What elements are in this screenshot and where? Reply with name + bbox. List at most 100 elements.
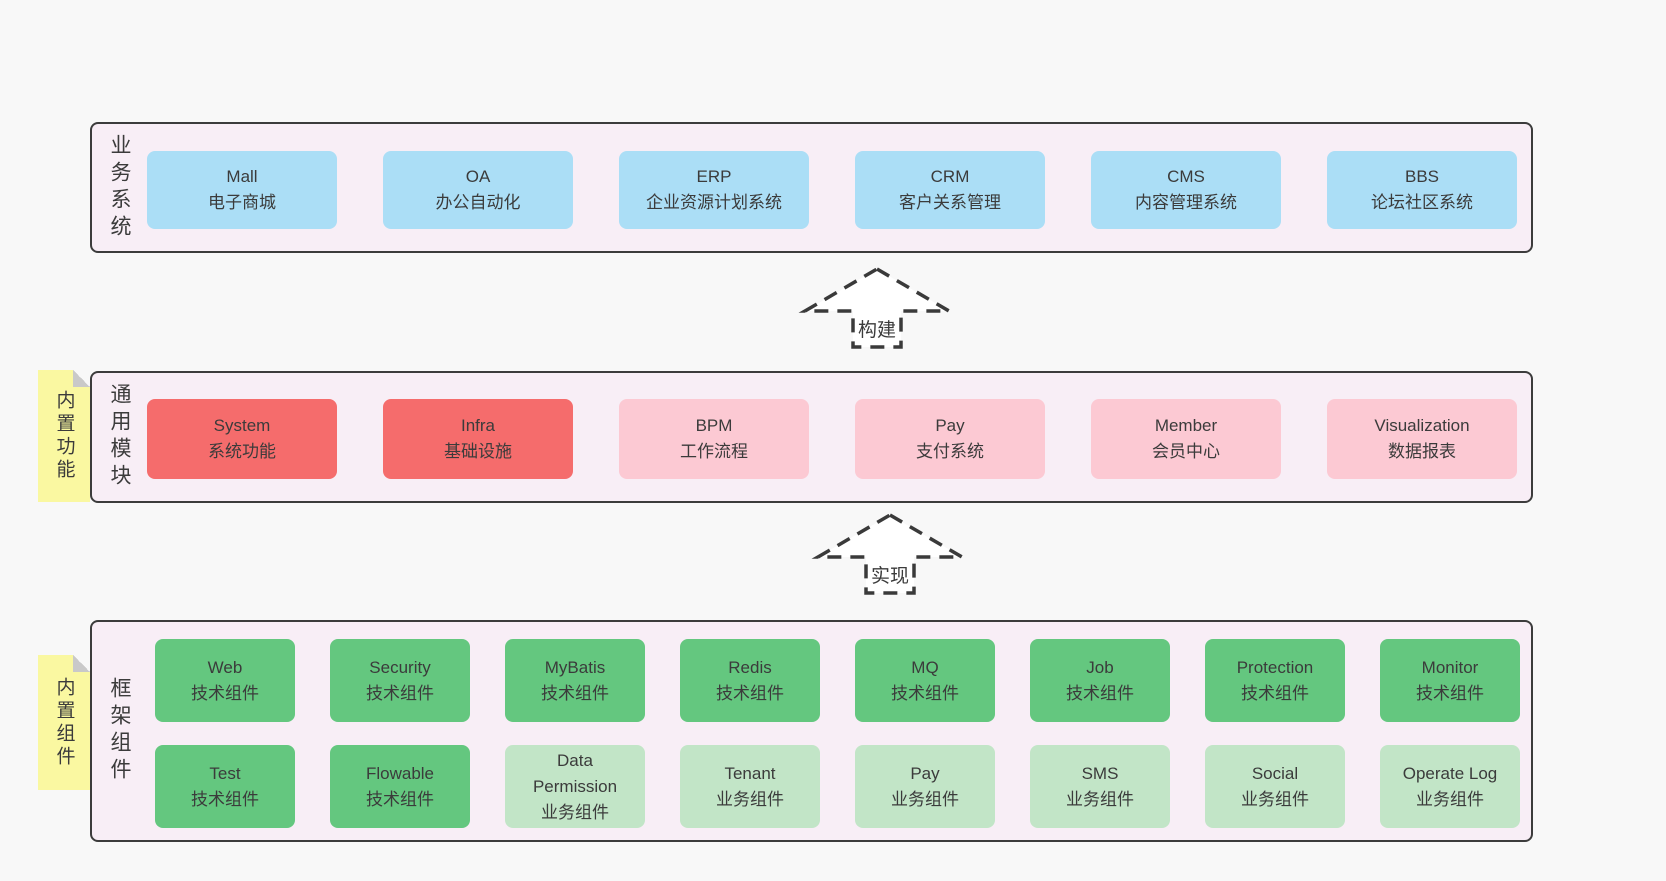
layer-label: 通用模块	[108, 383, 131, 491]
box-label-line: CRM	[930, 167, 970, 186]
box-label-line: Monitor	[1421, 657, 1479, 677]
box-label-line: 业务组件	[1066, 789, 1134, 809]
box-label-line: 系统功能	[208, 442, 276, 461]
box-operate-log: Operate Log 业务组件	[1380, 745, 1520, 828]
box-web: Web 技术组件	[155, 639, 295, 722]
arrow-label: 构建	[858, 319, 896, 341]
box-label-line: Data	[557, 750, 593, 770]
box-label-line: System	[213, 416, 271, 435]
arrow-build: 构建	[797, 266, 957, 350]
box-sms: SMS 业务组件	[1030, 745, 1170, 828]
box-label-line: Web	[207, 657, 243, 677]
box-label-line: 技术组件	[1066, 683, 1134, 703]
box-label-line: 电子商城	[208, 193, 276, 212]
box-label-line: 技术组件	[891, 683, 959, 703]
box-label-line: 客户关系管理	[899, 193, 1001, 212]
box-label-line: 基础设施	[444, 442, 512, 461]
box-label-line: 业务组件	[1241, 789, 1309, 809]
box-label-line: Operate Log	[1402, 763, 1498, 783]
box-crm: CRM 客户关系管理	[855, 151, 1045, 229]
box-label-line: 数据报表	[1388, 442, 1456, 461]
box-label-line: Pay	[935, 416, 965, 435]
box-label-line: 企业资源计划系统	[646, 193, 782, 212]
box-label-line: 技术组件	[191, 683, 259, 703]
box-label-line: Member	[1154, 416, 1218, 435]
layer-common-modules: 通用模块 System 系统功能 Infra 基础设施 BPM 工作流程 Pay 支付系统 Me…	[90, 371, 1533, 503]
box-label-line: Security	[369, 657, 431, 677]
box-security: Security 技术组件	[330, 639, 470, 722]
box-label-line: 技术组件	[366, 789, 434, 809]
sticky-note-label: 内置组件	[53, 676, 75, 769]
box-label-line: 技术组件	[541, 683, 609, 703]
box-label-line: Visualization	[1374, 416, 1470, 435]
sticky-note-label: 内置功能	[53, 390, 75, 482]
box-label-line: BPM	[695, 416, 733, 435]
box-label-line: 办公自动化	[435, 193, 521, 212]
sticky-note-built-in-components: 内置组件	[38, 655, 90, 790]
box-label-line: 业务组件	[541, 802, 609, 822]
sticky-note-built-in-features: 内置功能	[38, 370, 90, 502]
box-label-line: ERP	[696, 167, 732, 186]
box-label-line: 会员中心	[1152, 442, 1220, 461]
box-flowable: Flowable 技术组件	[330, 745, 470, 828]
box-label-line: Tenant	[724, 763, 776, 783]
box-monitor: Monitor 技术组件	[1380, 639, 1520, 722]
box-label-line: CMS	[1167, 167, 1205, 186]
box-label-line: 内容管理系统	[1135, 193, 1237, 212]
box-label-line: 技术组件	[366, 683, 434, 703]
box-label-line: MQ	[911, 657, 939, 677]
folded-corner	[73, 370, 90, 387]
box-cms: CMS 内容管理系统	[1091, 151, 1281, 229]
box-label-line: 工作流程	[680, 442, 748, 461]
box-label-line: 技术组件	[1416, 683, 1484, 703]
box-label-line: Infra	[460, 416, 496, 435]
arrow-implement: 实现	[810, 512, 970, 596]
box-label-line: SMS	[1081, 763, 1119, 783]
box-label-line: 业务组件	[716, 789, 784, 809]
box-tenant: Tenant 业务组件	[680, 745, 820, 828]
box-visualization: Visualization 数据报表	[1327, 399, 1517, 479]
box-label-line: MyBatis	[544, 657, 606, 677]
box-label-line: 技术组件	[716, 683, 784, 703]
up-arrow-icon	[811, 512, 969, 595]
box-erp: ERP 企业资源计划系统	[619, 151, 809, 229]
box-label-line: 业务组件	[1416, 789, 1484, 809]
common-modules-grid: System 系统功能 Infra 基础设施 BPM 工作流程 Pay 支付系统 Member 会…	[147, 399, 1517, 479]
box-member: Member 会员中心	[1091, 399, 1281, 479]
box-job: Job 技术组件	[1030, 639, 1170, 722]
box-mq: MQ 技术组件	[855, 639, 995, 722]
layer-label: 框架组件	[108, 677, 131, 785]
box-bpm: BPM 工作流程	[619, 399, 809, 479]
box-label-line: 业务组件	[891, 789, 959, 809]
box-system: System 系统功能	[147, 399, 337, 479]
box-label-line: 论坛社区系统	[1371, 193, 1473, 212]
box-pay: Pay 业务组件	[855, 745, 995, 828]
box-label-line: BBS	[1404, 167, 1440, 186]
box-mybatis: MyBatis 技术组件	[505, 639, 645, 722]
up-arrow-icon	[798, 266, 956, 349]
box-label-line: Protection	[1236, 657, 1314, 677]
box-label-line: Job	[1086, 657, 1114, 677]
box-label-line: Pay	[910, 763, 940, 783]
folded-corner	[73, 655, 90, 672]
box-infra: Infra 基础设施	[383, 399, 573, 479]
box-pay: Pay 支付系统	[855, 399, 1045, 479]
box-label-line: Mall	[226, 167, 258, 186]
box-label-line: Flowable	[365, 763, 435, 783]
box-test: Test 技术组件	[155, 745, 295, 828]
box-social: Social 业务组件	[1205, 745, 1345, 828]
box-label-line: 技术组件	[191, 789, 259, 809]
box-label-line: Test	[209, 763, 241, 783]
box-label-line: Permission	[532, 776, 618, 796]
box-label-line: Social	[1251, 763, 1299, 783]
box-mall: Mall 电子商城	[147, 151, 337, 229]
box-label-line: 支付系统	[916, 442, 984, 461]
